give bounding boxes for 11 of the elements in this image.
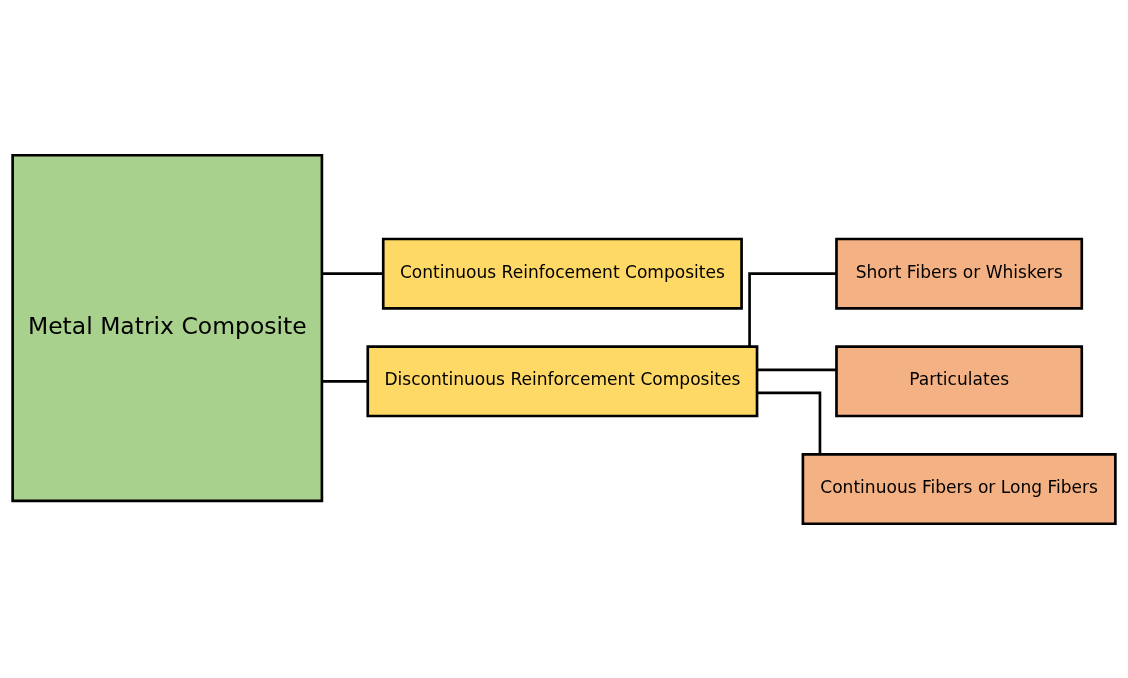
connector xyxy=(757,367,837,371)
node-box: Continuous Fibers or Long Fibers xyxy=(801,452,1117,525)
connector xyxy=(322,379,368,383)
node-box: Continuous Reinfocement Composites xyxy=(381,237,743,310)
connector xyxy=(748,271,837,347)
node-box: Metal Matrix Composite xyxy=(11,153,324,502)
connector xyxy=(322,271,383,275)
node-box: Short Fibers or Whiskers xyxy=(835,237,1084,310)
node-box: Discontinuous Reinforcement Composites xyxy=(366,344,759,417)
connector xyxy=(757,391,822,454)
node-box: Particulates xyxy=(835,344,1084,417)
